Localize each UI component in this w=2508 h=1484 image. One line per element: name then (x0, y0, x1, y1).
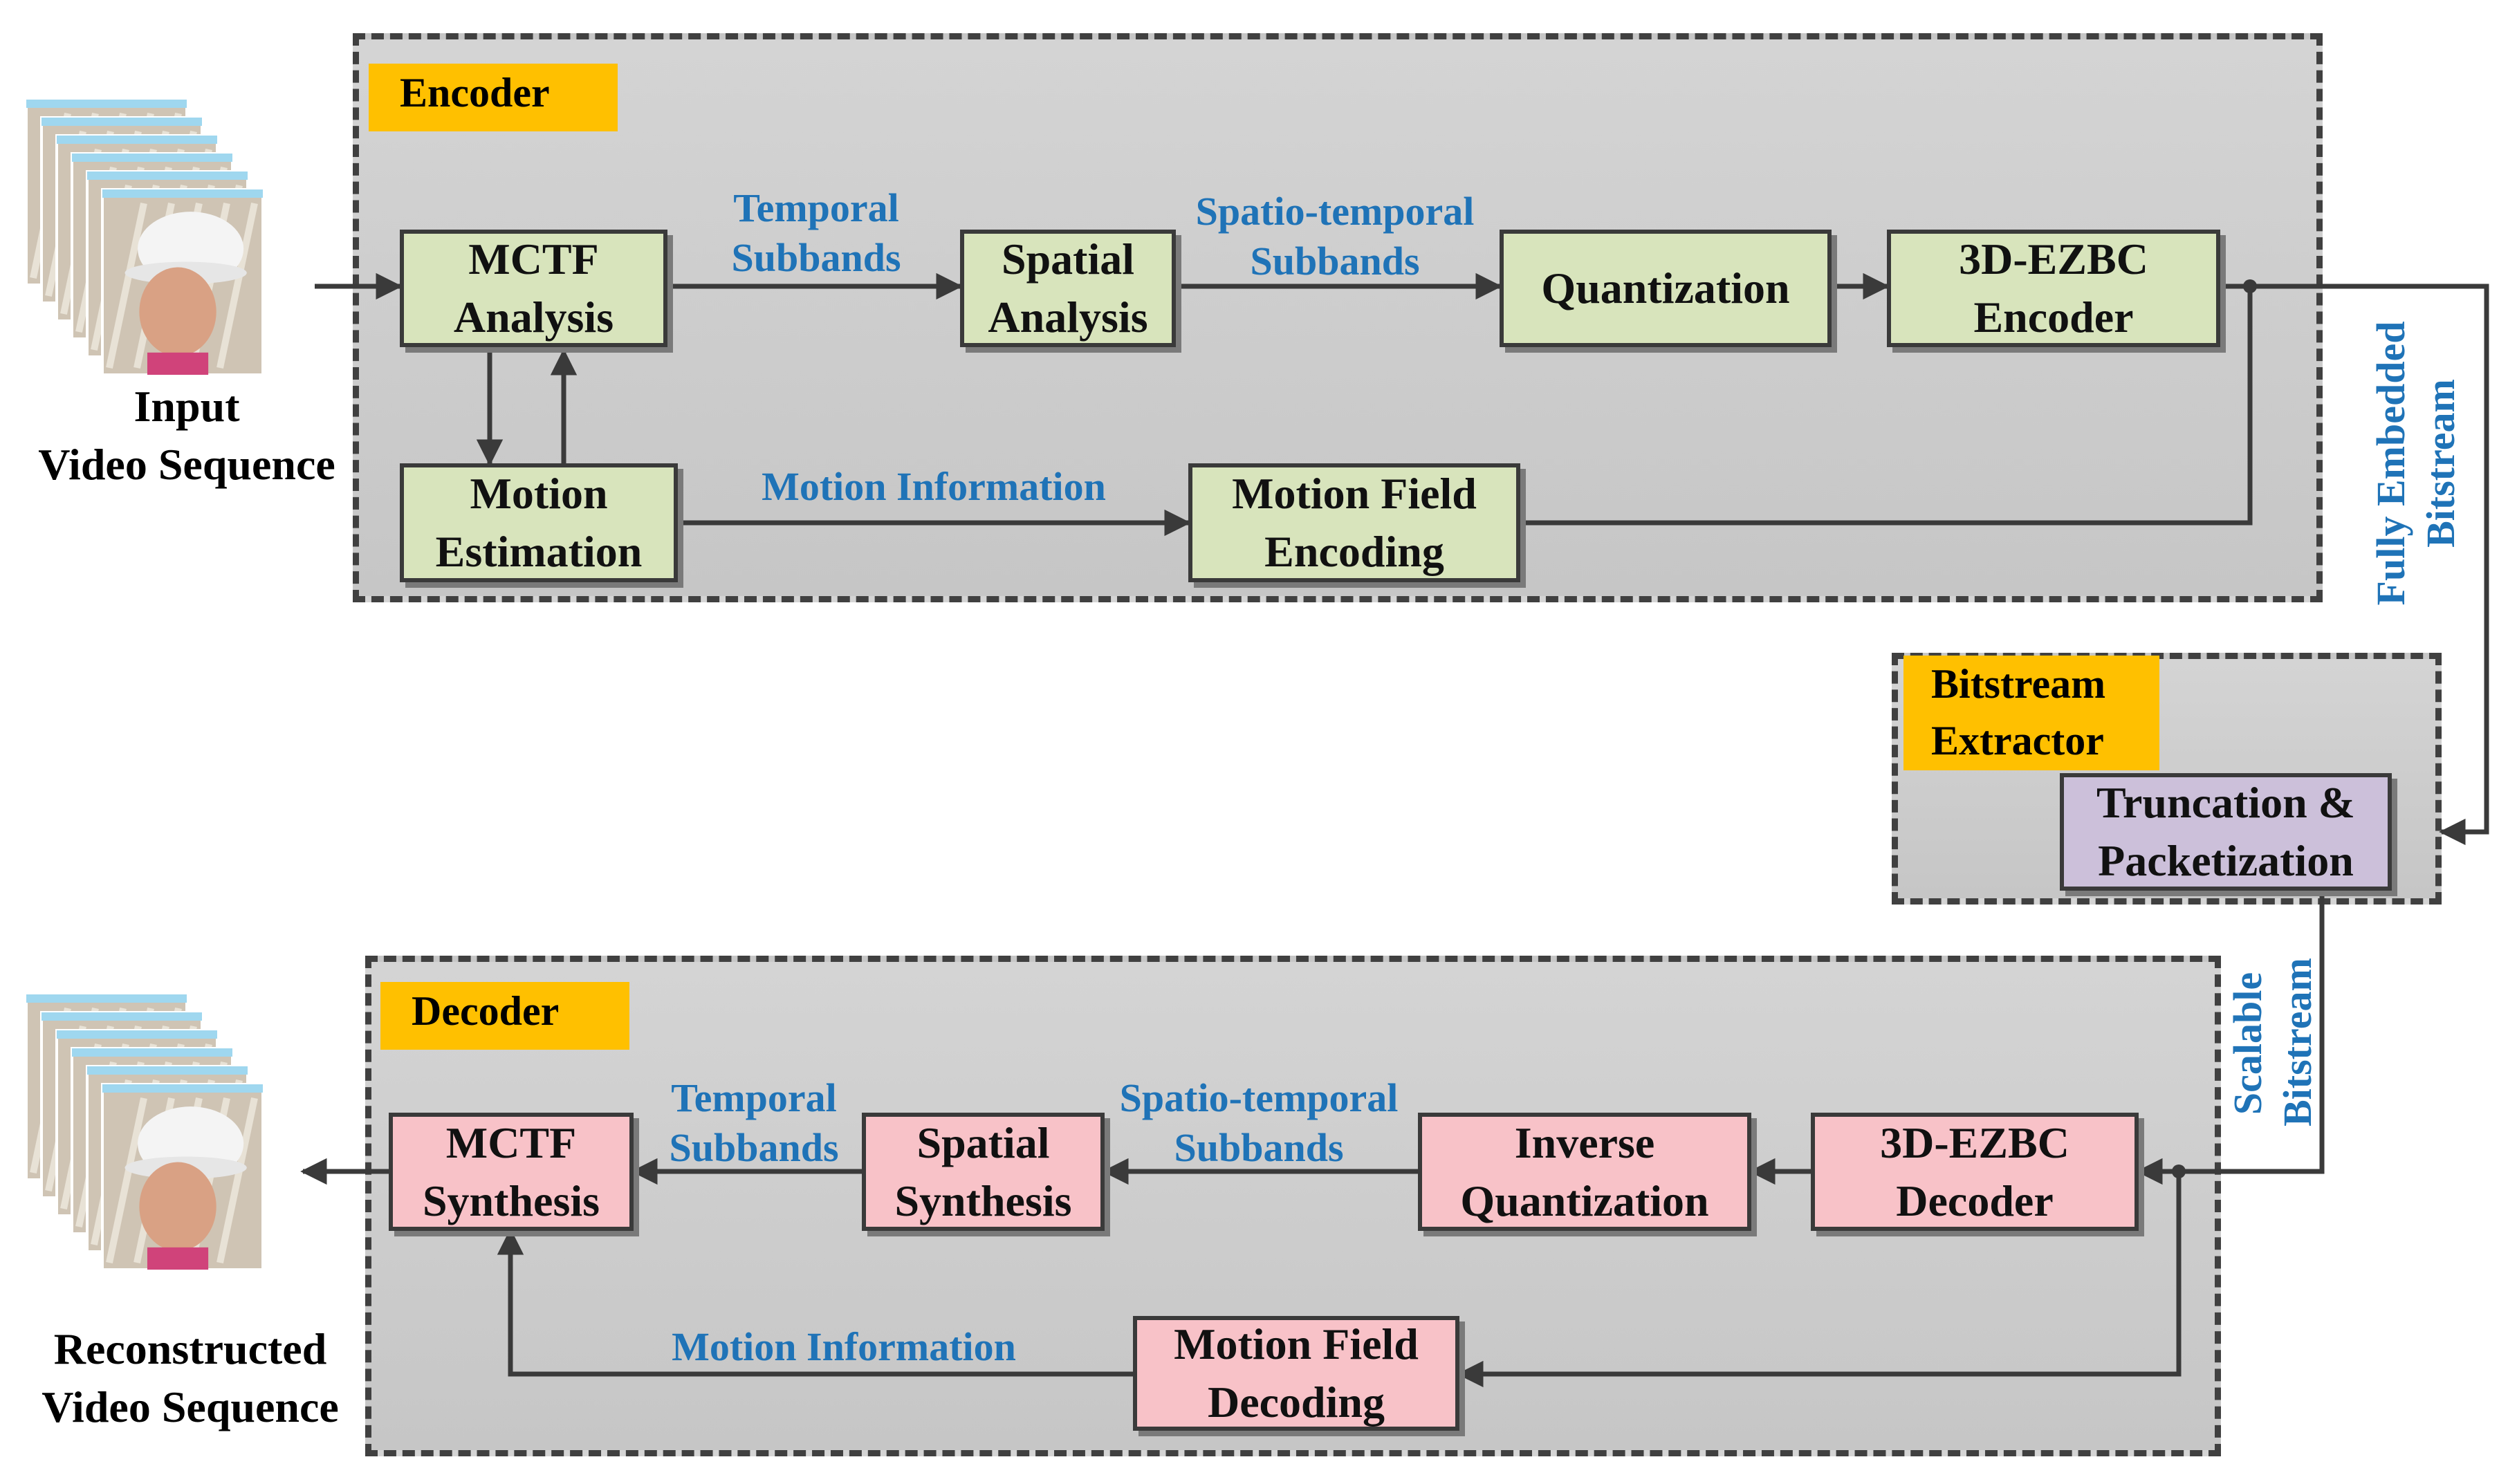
arrow-mfd-to-mctf (497, 1228, 1133, 1377)
encoder-title: Encoder (369, 64, 618, 131)
ezbc-encoder-block: 3D-EZBC Encoder (1887, 230, 2220, 347)
video-frame (101, 1083, 264, 1271)
motion-field-encoding-block: Motion Field Encoding (1188, 463, 1520, 582)
label-motion-information-encoder: Motion Information (762, 464, 1106, 509)
video-frame (101, 188, 264, 376)
junction-decoder (2172, 1165, 2186, 1178)
label-spatio-temporal-subbands-decoder: Spatio-temporal Subbands (1119, 1075, 1399, 1170)
line-mfe-to-bitstream (1520, 286, 2253, 526)
label-scalable-bitstream: Scalable Bitstream (2225, 958, 2320, 1126)
mctf-synthesis-block: MCTF Synthesis (389, 1113, 634, 1231)
quantization-block: Quantization (1500, 230, 1832, 347)
input-video-caption: Input Video Sequence (38, 382, 335, 489)
label-temporal-subbands-decoder: Temporal Subbands (669, 1075, 839, 1170)
output-frames-icon (25, 993, 264, 1271)
label-fully-embedded-bitstream: Fully Embedded Bitstream (2368, 321, 2463, 606)
label-spatio-temporal-subbands-encoder: Spatio-temporal Subbands (1195, 189, 1475, 284)
motion-estimation-block: Motion Estimation (400, 463, 678, 582)
inverse-quantization-block: Inverse Quantization (1418, 1113, 1751, 1231)
ezbc-decoder-block: 3D-EZBC Decoder (1811, 1113, 2139, 1231)
arrow-encoder-output-to-extractor (2220, 284, 2489, 846)
label-temporal-subbands-encoder: Temporal Subbands (731, 185, 901, 280)
spatial-synthesis-block: Spatial Synthesis (862, 1113, 1105, 1231)
junction-encoder (2243, 279, 2257, 293)
arrow-decoder-branch-to-mfd (1457, 1171, 2182, 1388)
decoder-title: Decoder (380, 982, 629, 1050)
mctf-analysis-block: MCTF Analysis (400, 230, 667, 347)
spatial-analysis-block: Spatial Analysis (960, 230, 1176, 347)
motion-field-decoding-block: Motion Field Decoding (1133, 1316, 1459, 1431)
input-frames-icon (25, 98, 264, 376)
extractor-title: Bitstream Extractor (1903, 656, 2159, 770)
label-motion-information-decoder: Motion Information (672, 1324, 1016, 1369)
truncation-packetization-block: Truncation & Packetization (2060, 773, 2392, 891)
arrow-extractor-to-decoder (2136, 893, 2325, 1185)
output-video-caption: Reconstructed Video Sequence (42, 1324, 339, 1431)
